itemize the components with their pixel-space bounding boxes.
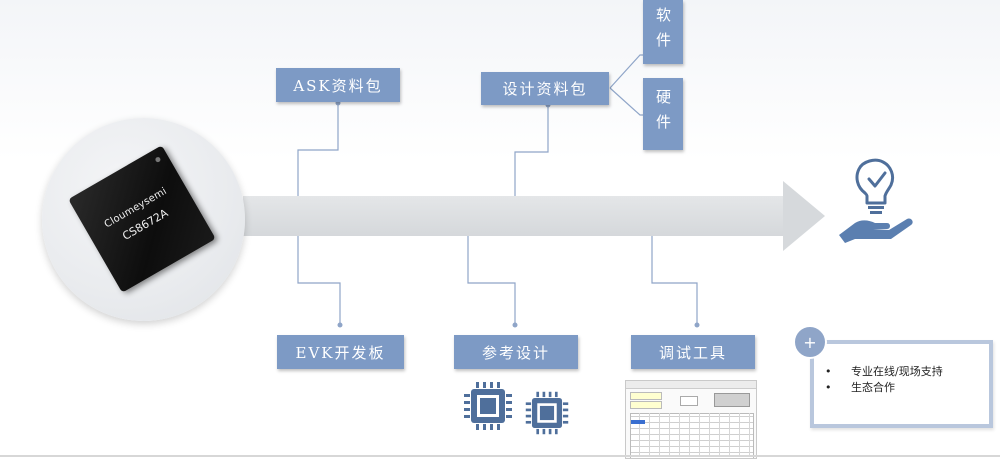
lightbulb-hand-icon bbox=[839, 158, 913, 243]
screenshot-button bbox=[714, 393, 750, 407]
hardware-box[interactable]: 硬件 bbox=[643, 78, 683, 150]
footer-divider bbox=[0, 455, 1000, 457]
screenshot-field bbox=[630, 392, 662, 400]
debug-tool-screenshot bbox=[625, 380, 757, 459]
screenshot-selected-cell bbox=[631, 420, 645, 424]
screenshot-menubar bbox=[626, 381, 756, 389]
bullet: • bbox=[825, 365, 832, 378]
plus-icon[interactable]: + bbox=[793, 325, 827, 359]
timeline-arrow-head bbox=[783, 181, 825, 251]
software-label: 软件 bbox=[654, 7, 672, 57]
support-item-text: 生态合作 bbox=[851, 381, 895, 394]
bullet: • bbox=[825, 381, 832, 394]
ask-package-box[interactable]: ASK资料包 bbox=[276, 68, 400, 102]
evk-board-box[interactable]: EVK开发板 bbox=[277, 335, 404, 369]
screenshot-grid-columns bbox=[630, 413, 752, 457]
design-package-box[interactable]: 设计资料包 bbox=[481, 72, 609, 105]
support-list: • 专业在线/现场支持 • 生态合作 bbox=[825, 364, 943, 396]
support-item: • 专业在线/现场支持 bbox=[825, 364, 943, 380]
debug-tool-box[interactable]: 调试工具 bbox=[631, 335, 755, 369]
screenshot-value bbox=[680, 396, 698, 406]
support-panel bbox=[810, 340, 993, 428]
screenshot-field bbox=[630, 401, 662, 409]
hardware-label: 硬件 bbox=[654, 89, 672, 139]
software-box[interactable]: 软件 bbox=[643, 0, 683, 64]
chip-icon bbox=[525, 391, 569, 435]
chip-icon bbox=[464, 382, 512, 430]
timeline-arrow-body bbox=[243, 196, 785, 236]
reference-design-box[interactable]: 参考设计 bbox=[454, 335, 578, 369]
chip-dot bbox=[154, 156, 162, 163]
support-item: • 生态合作 bbox=[825, 380, 943, 396]
support-item-text: 专业在线/现场支持 bbox=[851, 365, 943, 378]
